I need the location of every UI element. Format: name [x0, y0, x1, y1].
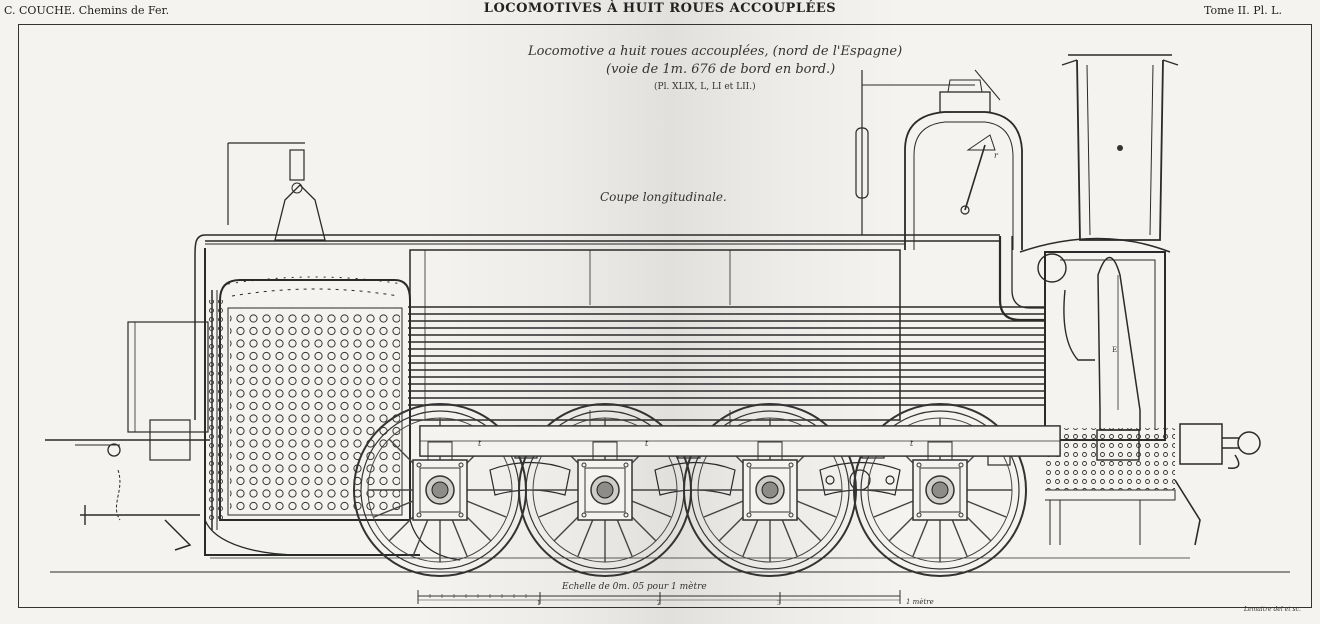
scale-mark-3: 3	[777, 600, 781, 607]
scale-caption: Echelle de 0m. 05 pour 1 mètre	[562, 582, 707, 592]
plate-references: (Pl. XLIX, L, LI et LII.)	[654, 82, 756, 92]
drawing-subtitle: (voie de 1m. 676 de bord en bord.)	[606, 62, 836, 77]
plate-frame	[18, 24, 1312, 608]
engraver-signature: Lemaitre del et sc.	[1244, 606, 1301, 613]
scale-unit-label: 1 mètre	[906, 598, 934, 606]
label-valve: r	[994, 151, 999, 160]
header-publisher: C. COUCHE. Chemins de Fer.	[4, 4, 170, 17]
section-label: Coupe longitudinale.	[600, 190, 727, 204]
label-smokebox: E	[1112, 346, 1117, 354]
label-tube-2: t	[645, 439, 649, 448]
drawing-title: Locomotive a huit roues accouplées, (nor…	[528, 44, 903, 59]
scale-bar	[417, 590, 901, 604]
plate-heading: LOCOMOTIVES À HUIT ROUES ACCOUPLÉES	[483, 1, 837, 16]
label-tube-3: t	[910, 439, 914, 448]
label-tube-1: t	[478, 439, 482, 448]
header-volume-plate: Tome II. Pl. L.	[1204, 4, 1282, 17]
scale-mark-2: 2	[657, 600, 661, 607]
scale-mark-1: 1	[537, 600, 541, 607]
